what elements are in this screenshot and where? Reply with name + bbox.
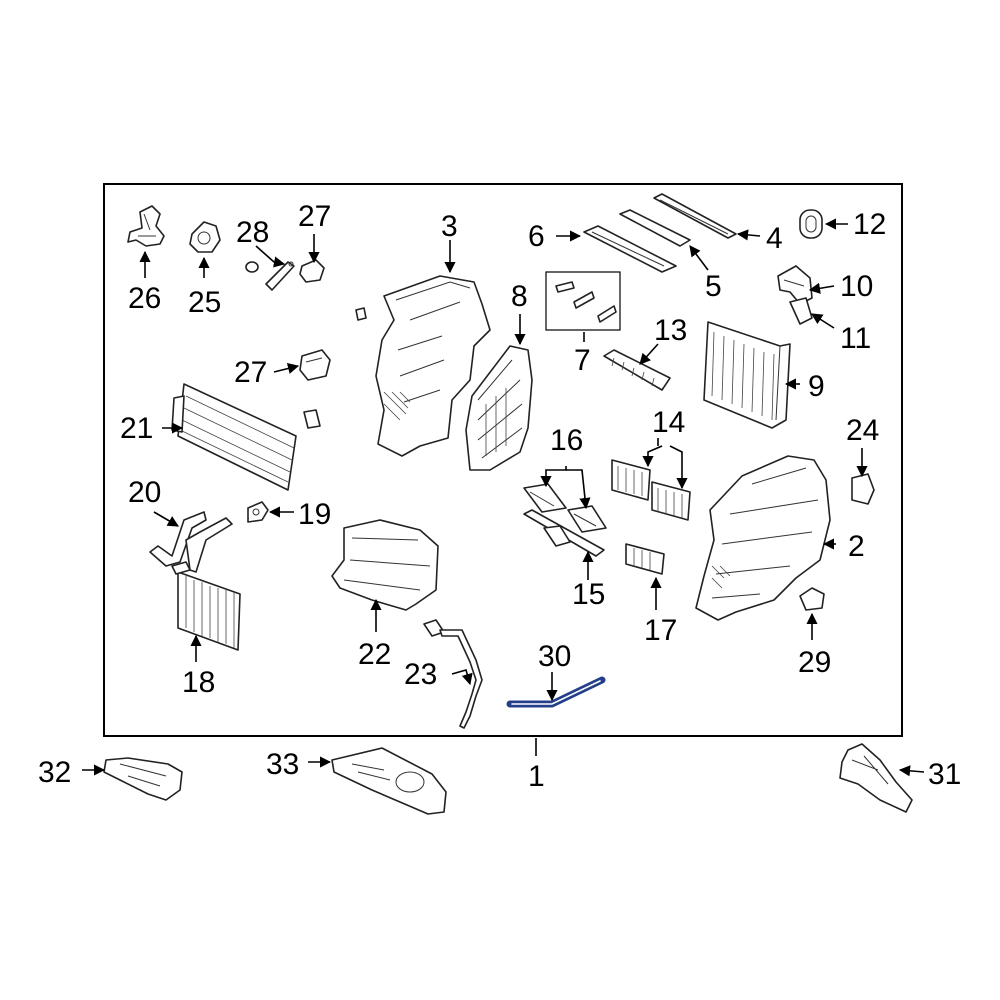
part-32-duct[interactable]: [103, 757, 183, 801]
part-33-console-duct[interactable]: [331, 747, 447, 815]
callout-28: 28: [236, 216, 269, 249]
callout-13: 13: [654, 314, 687, 347]
callout-labels: 26 25 28 27 27 3 8 6 4 5 12 10 11 7 13 9…: [38, 200, 961, 793]
part-25-grommet[interactable]: [189, 221, 221, 253]
part-12-seal[interactable]: [799, 209, 823, 239]
part-31-duct[interactable]: [839, 743, 913, 813]
part-15-link-shaft[interactable]: [523, 509, 605, 557]
callout-18: 18: [182, 666, 215, 699]
part-4-gasket[interactable]: [653, 193, 737, 239]
callout-31: 31: [928, 758, 961, 791]
callout-27-upper: 27: [298, 200, 331, 233]
part-21-evaporator[interactable]: [171, 383, 297, 491]
part-6-gasket[interactable]: [583, 225, 677, 273]
part-2-blower-housing[interactable]: [695, 455, 831, 621]
part-28-link[interactable]: [245, 261, 295, 291]
callout-17: 17: [644, 614, 677, 647]
callout-4: 4: [766, 222, 783, 255]
callout-32: 32: [38, 756, 71, 789]
part-30-hose-highlighted[interactable]: [506, 676, 606, 708]
part-17-door[interactable]: [625, 543, 665, 575]
part-26-bracket[interactable]: [127, 205, 165, 247]
callout-15: 15: [572, 578, 605, 611]
part-13-door[interactable]: [603, 349, 671, 391]
part-22-lower-case[interactable]: [331, 519, 439, 611]
callout-22: 22: [358, 638, 391, 671]
callout-12: 12: [853, 208, 886, 241]
callout-8: 8: [511, 280, 528, 313]
assembly-frame: [103, 183, 903, 737]
callout-33: 33: [266, 748, 299, 781]
callout-20: 20: [128, 476, 161, 509]
callout-24: 24: [846, 414, 879, 447]
callout-2: 2: [848, 530, 865, 563]
part-20-pipes[interactable]: [149, 511, 233, 573]
part-9-cabin-filter[interactable]: [703, 321, 791, 429]
callout-5: 5: [705, 270, 722, 303]
part-5-gasket[interactable]: [619, 209, 691, 247]
callout-21: 21: [120, 412, 153, 445]
leader-lines: [82, 218, 925, 777]
part-19-seal-plate[interactable]: [247, 501, 269, 523]
part-27-clip-upper[interactable]: [299, 259, 325, 283]
part-16-door-left[interactable]: [523, 483, 567, 513]
part-14-vent-door-left[interactable]: [611, 459, 651, 501]
callout-25: 25: [188, 286, 221, 319]
part-16-door-right[interactable]: [567, 505, 607, 533]
part-24-actuator[interactable]: [851, 473, 875, 505]
part-18-heater-core[interactable]: [171, 561, 241, 651]
callout-16: 16: [550, 424, 583, 457]
callout-9: 9: [808, 370, 825, 403]
part-8-side-panel[interactable]: [465, 345, 533, 471]
part-29-sensor[interactable]: [799, 587, 825, 611]
callout-27-mid: 27: [234, 356, 267, 389]
part-14-vent-door-right[interactable]: [651, 481, 691, 521]
callout-30: 30: [538, 640, 571, 673]
part-23-drain-hose[interactable]: [423, 619, 483, 729]
callout-7: 7: [574, 344, 591, 377]
part-11-elbow[interactable]: [789, 297, 813, 325]
callout-6: 6: [528, 220, 545, 253]
part-27-actuator[interactable]: [299, 349, 331, 429]
callout-29: 29: [798, 646, 831, 679]
callout-11: 11: [840, 322, 871, 355]
part-3-upper-case[interactable]: [355, 275, 491, 457]
callout-26: 26: [128, 282, 161, 315]
part-7-clip-set[interactable]: [545, 271, 621, 331]
callout-1: 1: [528, 760, 545, 793]
callout-3: 3: [441, 210, 458, 243]
callout-14: 14: [652, 406, 685, 439]
callout-23: 23: [404, 658, 437, 691]
callout-19: 19: [298, 498, 331, 531]
callout-10: 10: [840, 270, 873, 303]
